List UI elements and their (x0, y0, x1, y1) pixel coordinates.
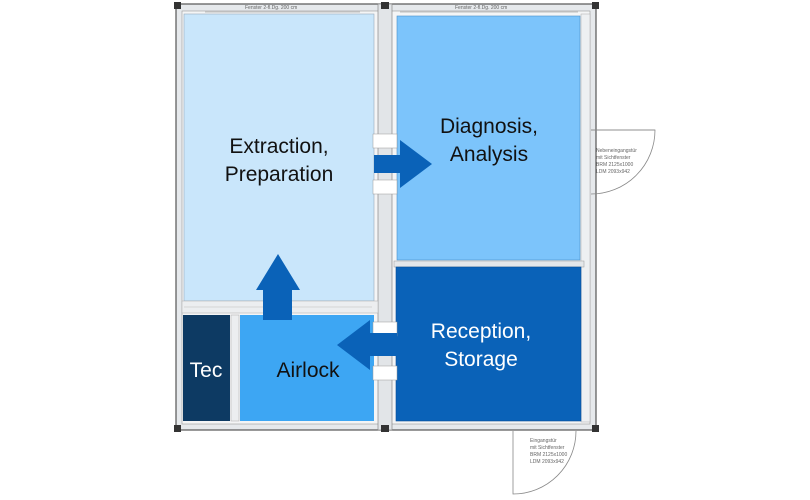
svg-text:mit Sichtfenster: mit Sichtfenster (596, 155, 631, 161)
room-reception-storage (395, 266, 582, 422)
corner-post (381, 425, 389, 432)
svg-text:Nebeneingangstür: Nebeneingangstür (596, 148, 637, 154)
flow-arrow-left (337, 320, 397, 370)
partition-wall (230, 314, 240, 422)
room-label-airlock: Airlock (276, 359, 340, 382)
room-diagnosis-analysis (396, 15, 581, 261)
svg-text:mit Sichtfenster: mit Sichtfenster (530, 445, 565, 451)
room-label-extraction-line1: Extraction, (229, 135, 328, 158)
svg-text:LDM 2093x942: LDM 2093x942 (530, 459, 564, 465)
flow-arrow-up (256, 254, 300, 320)
window-annotation-right: Fenster 2-fl.Dg. 200 cm (455, 5, 507, 11)
corner-post (174, 425, 181, 432)
room-airlock (240, 315, 374, 421)
corner-post (174, 2, 181, 9)
room-label-reception-line1: Reception, (431, 320, 531, 343)
room-tec (183, 315, 230, 421)
room-label-diagnosis-line2: Analysis (450, 143, 528, 166)
door-annotation-bottom: Eingangstür mit Sichtfenster BRM 2125x10… (530, 438, 567, 465)
flow-arrow-right (374, 140, 432, 188)
corner-post (592, 425, 599, 432)
room-label-tec: Tec (190, 359, 223, 382)
room-extraction-preparation (183, 13, 375, 302)
room-label-extraction-line2: Preparation (225, 163, 334, 186)
svg-text:BRM 2125x1000: BRM 2125x1000 (530, 452, 567, 458)
door-annotation-right: Nebeneingangstür mit Sichtfenster BRM 21… (596, 148, 637, 175)
door-swing-right (590, 129, 656, 195)
door-opening (372, 133, 398, 149)
door-swing-bottom (512, 430, 577, 495)
door-opening (372, 365, 398, 381)
window-annotation-left: Fenster 2-fl.Dg. 200 cm (245, 5, 297, 11)
room-label-diagnosis-line1: Diagnosis, (440, 115, 538, 138)
svg-text:Eingangstür: Eingangstür (530, 438, 557, 444)
svg-text:BRM 2125x1000: BRM 2125x1000 (596, 162, 633, 168)
door-opening (372, 179, 398, 195)
svg-text:LDM 2093x942: LDM 2093x942 (596, 169, 630, 175)
corner-post (381, 2, 389, 9)
right-wall (580, 13, 591, 423)
room-label-reception-line2: Storage (444, 348, 518, 371)
corner-post (592, 2, 599, 9)
partition-wall (393, 260, 585, 268)
